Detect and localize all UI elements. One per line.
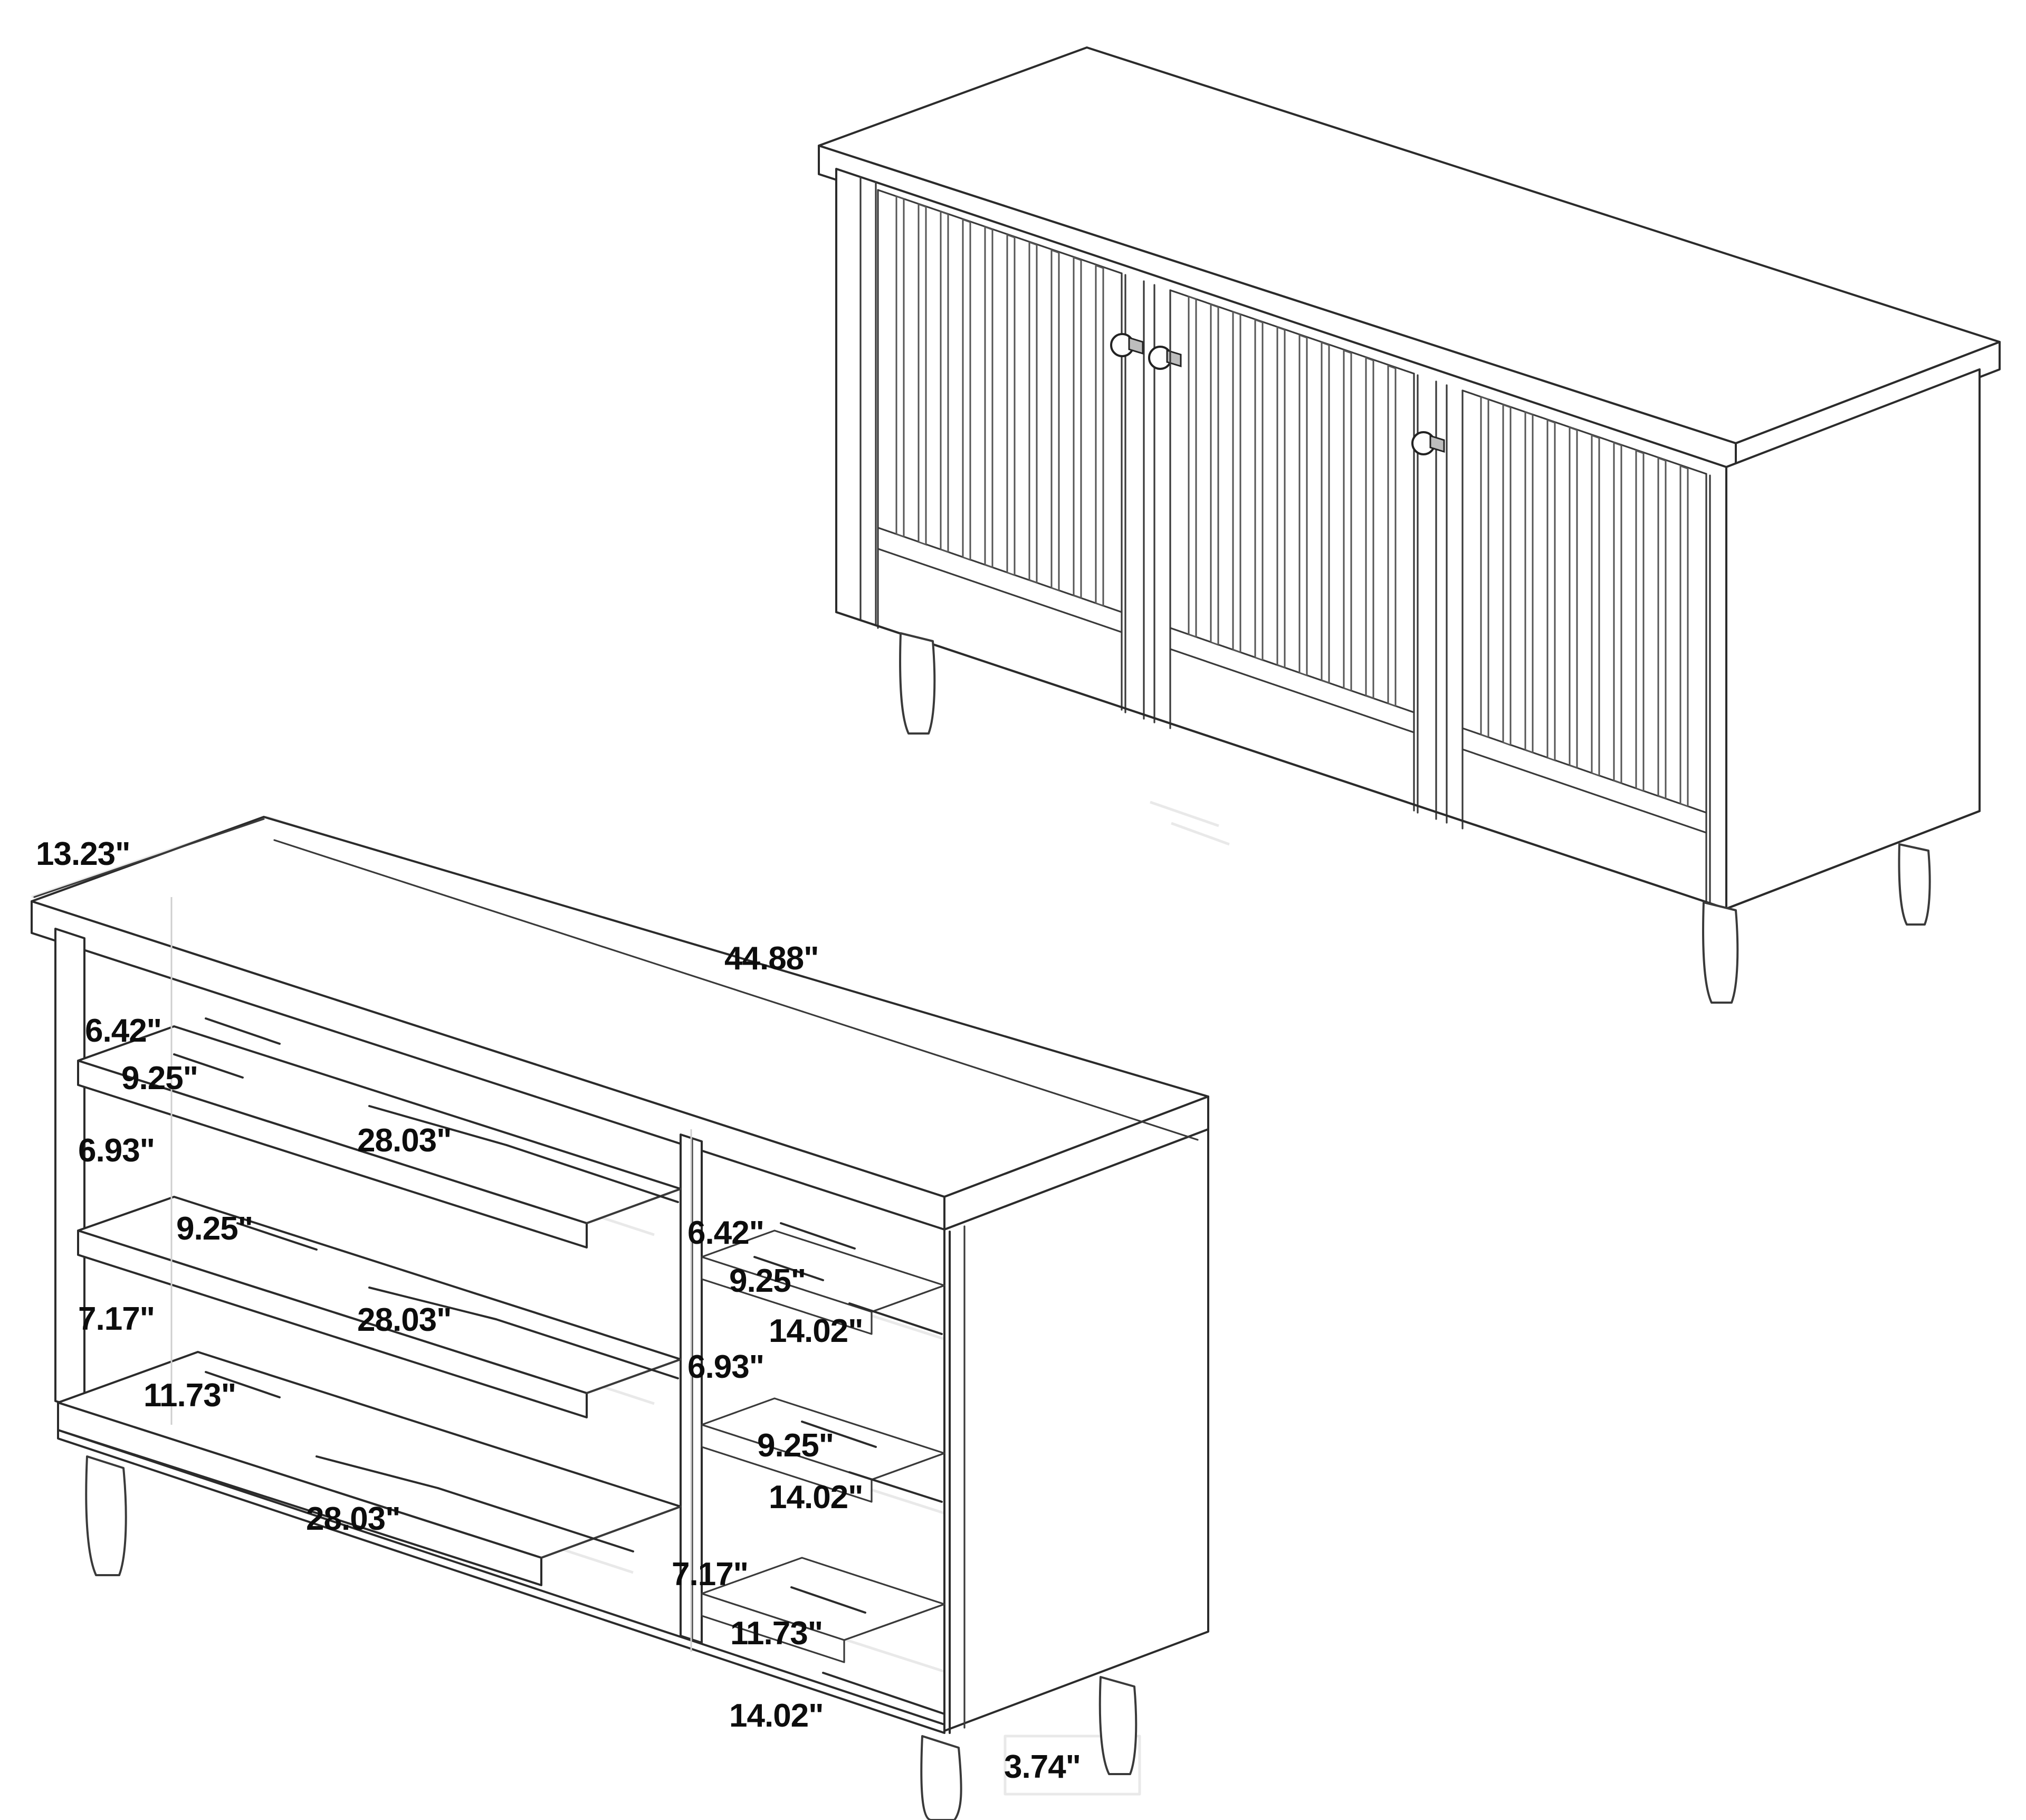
dimension-left-shelf-w3: 28.03" [306, 1501, 401, 1537]
dimension-left-shelf-d1: 9.25" [121, 1060, 198, 1097]
dimension-width-top: 44.88" [724, 940, 819, 977]
shelf-right-bottom-back [843, 1603, 945, 1641]
dimension-left-bay-h1: 6.42" [85, 1013, 162, 1049]
dimension-left-shelf-w2: 28.03" [357, 1302, 452, 1338]
open-shelf-view [31, 801, 1230, 1820]
shelf-leg-back-right [1098, 1676, 1138, 1775]
dimension-depth-top: 13.23" [36, 836, 131, 872]
shelf-left-bottom-back [540, 1505, 682, 1559]
shelf-bottom-board [57, 1429, 945, 1734]
shelf-left-bottom-edge [57, 1402, 542, 1586]
door-3-bottom-rail-2 [1461, 748, 1707, 834]
dimension-right-bay-h1: 6.42" [687, 1215, 764, 1251]
dimension-right-bay-h2: 6.93" [687, 1349, 764, 1385]
closed-cabinet-view [818, 46, 2001, 1004]
dimension-leg-height: 3.74" [1004, 1749, 1081, 1785]
cabinet-leg-back-right [1898, 843, 1931, 926]
cabinet-leg-front-right [1702, 901, 1739, 1004]
door-1-bottom-rail-2 [877, 548, 1123, 633]
door-1-knob[interactable] [1110, 333, 1144, 357]
door-3-knob[interactable] [1411, 431, 1445, 455]
shelf-right-middle-back [871, 1452, 945, 1481]
shelf-left-upper-edge [77, 1060, 588, 1249]
door-2-slats [1188, 295, 1397, 708]
shelf-right-middle-edge [701, 1424, 873, 1503]
cabinet-bottom-edge-front [835, 611, 1727, 910]
door-3-frame [1461, 389, 1707, 912]
door-1-slats [895, 195, 1104, 607]
door-2-bottom-rail-2 [1169, 648, 1415, 733]
dimension-left-bay-h3: 7.17" [78, 1301, 155, 1337]
dimension-left-shelf-w1: 28.03" [357, 1122, 452, 1159]
dimension-right-shelf-w2: 14.02" [769, 1479, 864, 1516]
dimension-right-shelf-d2: 9.25" [757, 1427, 834, 1464]
shelf-leg-front-left [85, 1455, 127, 1576]
dimension-extension-ticks [170, 897, 692, 1652]
cabinet-leg-front-left [899, 632, 936, 735]
door-3-slats [1480, 395, 1689, 808]
dimension-right-shelf-d3: 11.73" [730, 1615, 823, 1652]
cabinet-bottom-edge-right [1725, 810, 1981, 910]
shelf-right-upper-back [871, 1284, 945, 1313]
shelf-right-side-panel [943, 1128, 1209, 1732]
shelf-left-side-panel [54, 928, 85, 1411]
width-dimension-line [273, 839, 1199, 1141]
shelf-left-upper-back [586, 1188, 682, 1224]
shelf-left-middle-back [586, 1358, 682, 1394]
shelf-right-bottom-edge [701, 1593, 845, 1663]
shelf-top-surface [31, 816, 1209, 1198]
shelf-leg-front-right [920, 1735, 962, 1820]
dimension-left-shelf-d3: 11.73" [144, 1377, 236, 1414]
dimension-left-shelf-d2: 9.25" [176, 1211, 253, 1247]
dimension-right-shelf-d1: 9.25" [729, 1263, 806, 1299]
shelf-left-middle-edge [77, 1230, 588, 1418]
dimension-right-shelf-w1: 14.02" [769, 1313, 864, 1349]
shelf-right-upper-edge [701, 1256, 873, 1335]
dimension-leaders-left [173, 1017, 679, 1552]
dimension-right-shelf-w3: 14.02" [729, 1698, 824, 1734]
dimension-right-bay-h3: 7.17" [672, 1556, 749, 1593]
dimension-left-bay-h2: 6.93" [78, 1132, 155, 1169]
depth-dimension-line [33, 818, 265, 898]
dimension-leaders-right [753, 1222, 945, 1715]
